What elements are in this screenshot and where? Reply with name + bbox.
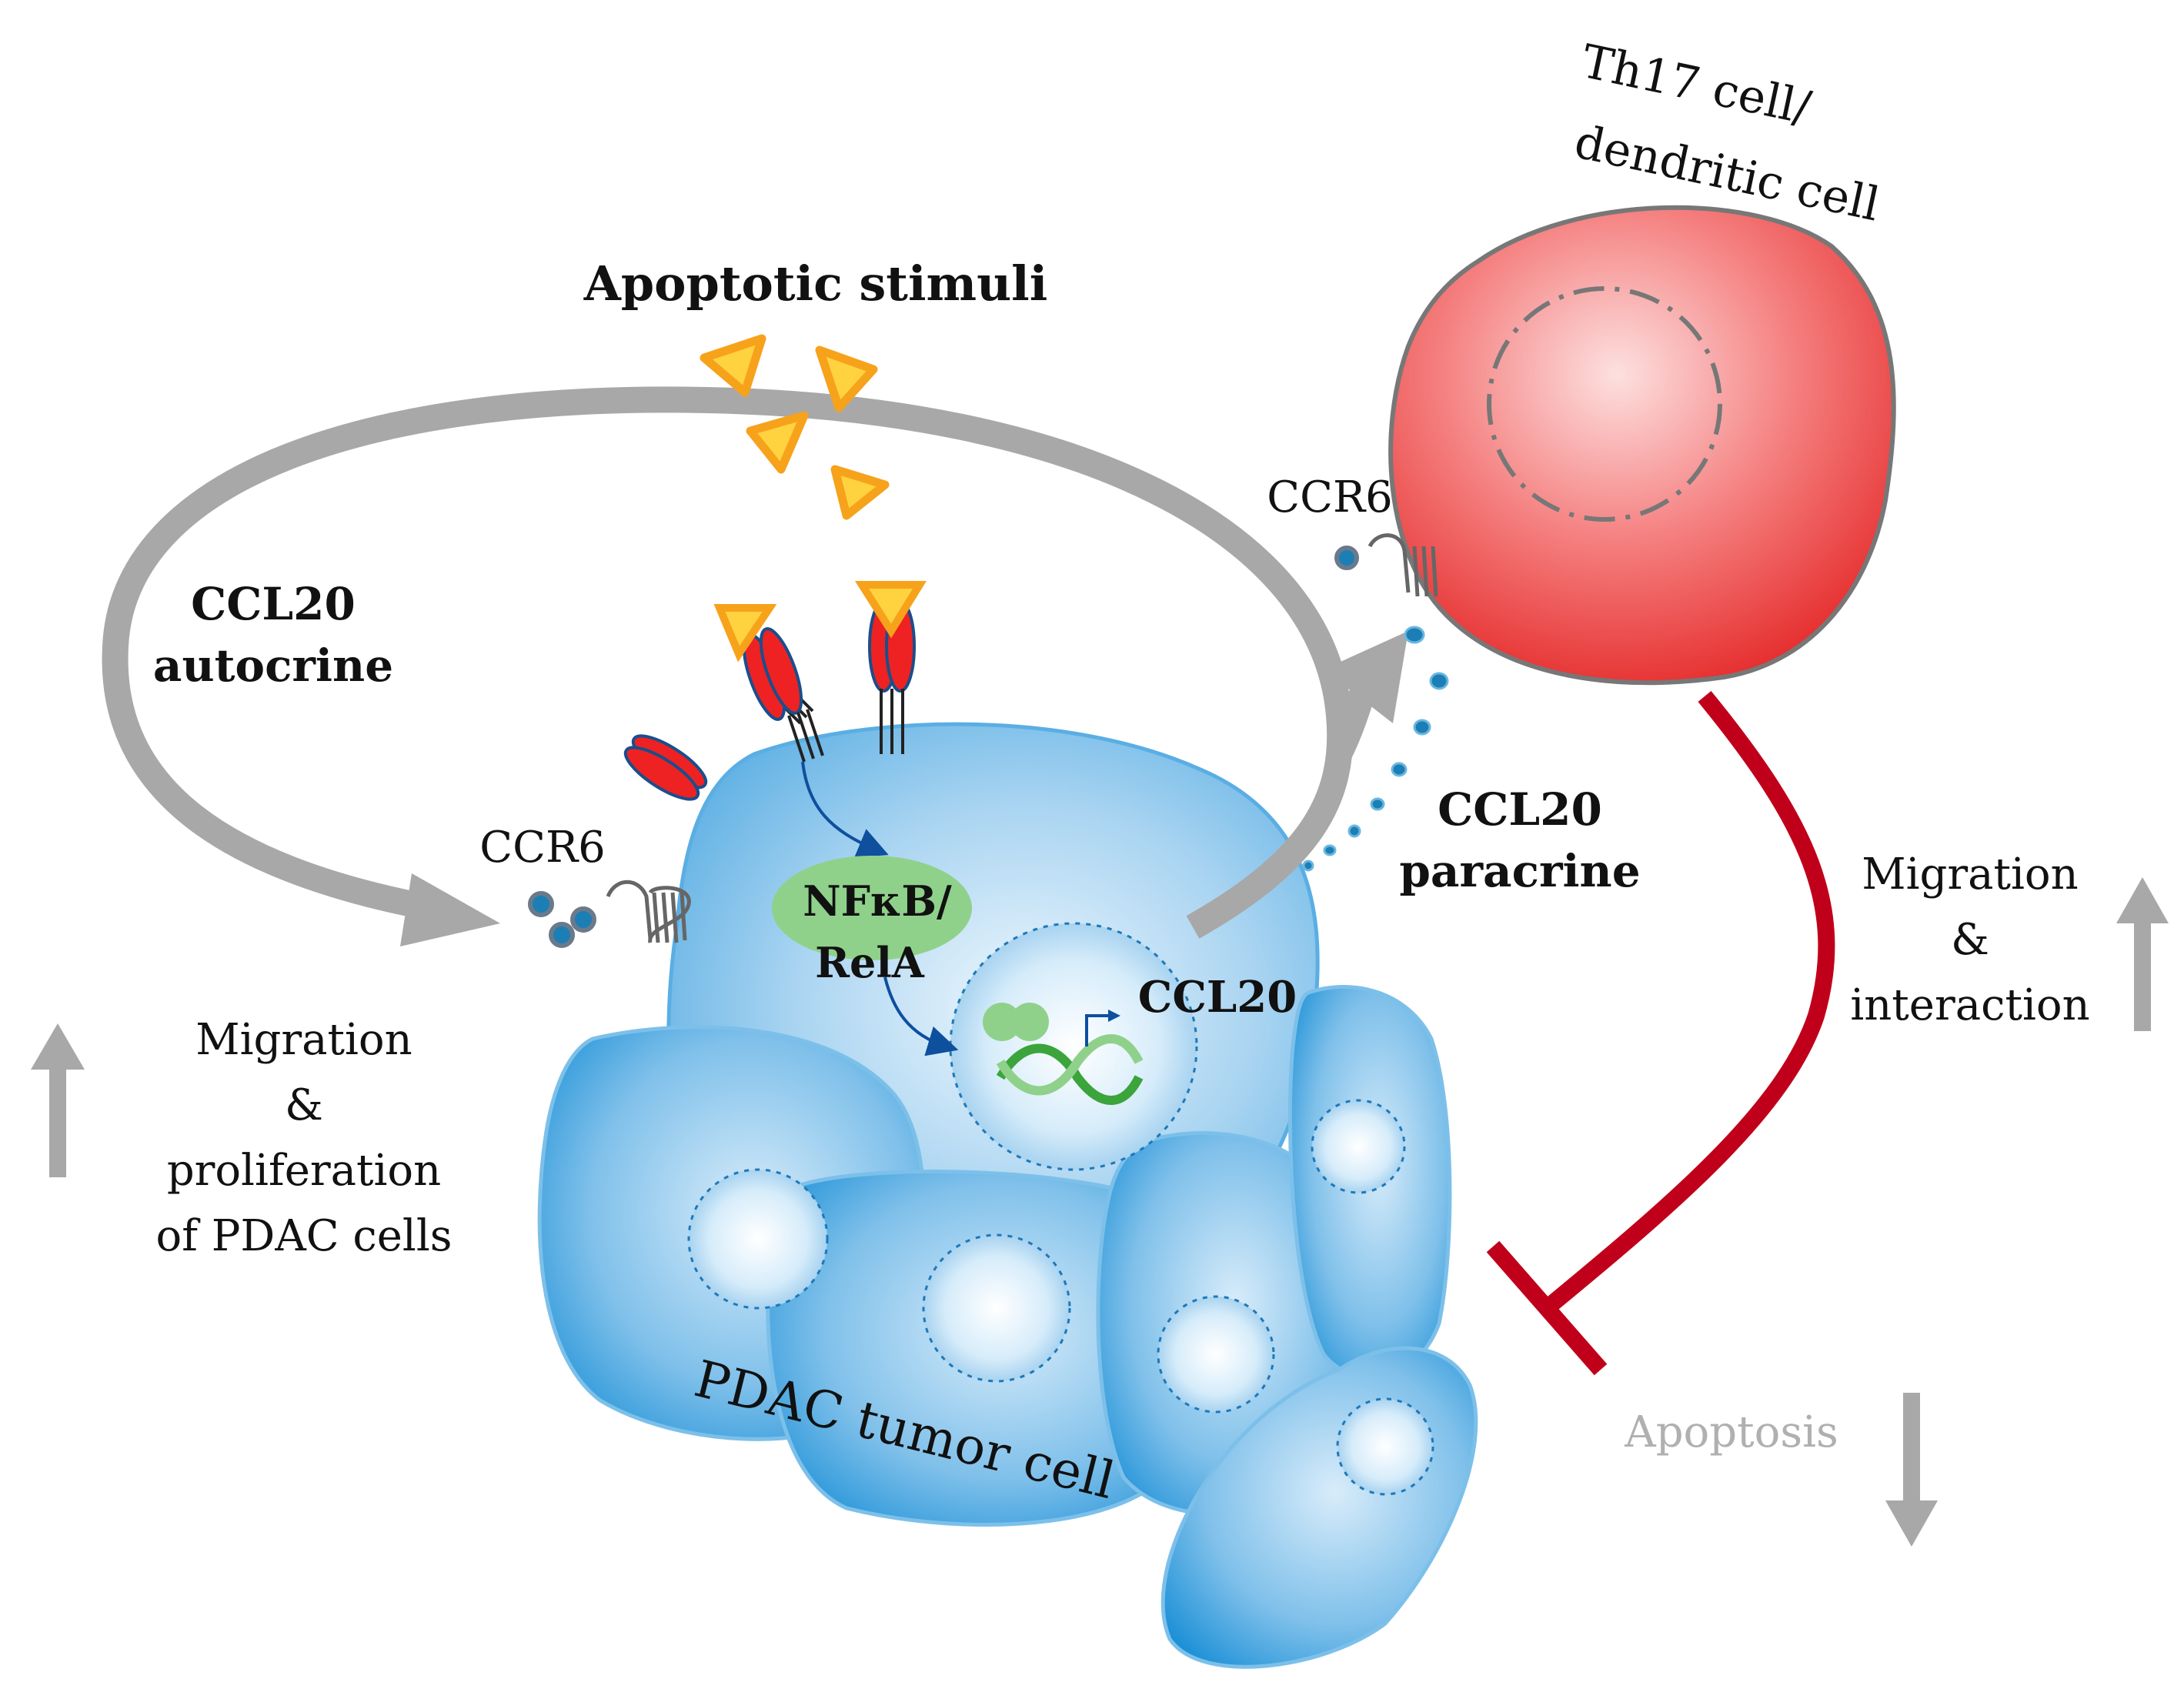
apoptotic-stimuli-label: Apoptotic stimuli: [583, 255, 1048, 312]
autocrine-loop-arrow: [102, 386, 1408, 946]
signal-arrow-to-gene: [883, 976, 959, 1056]
death-receptor-3: [854, 581, 927, 754]
up-arrow-right: [2116, 877, 2169, 1031]
nfkb-rela-complex: [772, 856, 972, 960]
nucleus-far-right: [1311, 1099, 1406, 1194]
right-effect-line-2: &: [1951, 915, 1989, 965]
death-receptor-2: [713, 604, 824, 763]
pdac-tumor-cluster: [537, 722, 1478, 1669]
ccl20-autocrine-label-2: autocrine: [153, 639, 393, 692]
ccl20-gene-dna-icon: [983, 1003, 1144, 1105]
ccr6-left-label: CCR6: [479, 823, 606, 873]
ccr6-right-label: CCR6: [1267, 472, 1393, 522]
ccl20-autocrine-label-1: CCL20: [191, 578, 356, 630]
nucleus-bottom-right: [1336, 1397, 1434, 1496]
left-effect-line-1: Migration: [195, 1015, 412, 1065]
ccr6-receptor-left: [528, 880, 691, 948]
ccl20-paracrine-label-2: paracrine: [1399, 845, 1640, 897]
nucleus-right: [1157, 1295, 1275, 1414]
nfkb-label-2: RelA: [815, 938, 925, 987]
apoptosis-label: Apoptosis: [1624, 1407, 1838, 1457]
th17-cell-body: [1388, 205, 1896, 686]
th17-dendritic-cell: [1388, 205, 1896, 686]
apoptotic-stimuli-ligands: [700, 334, 890, 520]
left-effect-line-2: &: [285, 1080, 323, 1130]
left-effect-line-3: proliferation: [167, 1146, 441, 1196]
nfkb-label-1: NFκB/: [803, 876, 952, 926]
ccl20-paracrine-dots: [1302, 626, 1449, 872]
autocrine-arrowhead: [400, 873, 500, 946]
nucleus-main: [949, 922, 1198, 1171]
ccl20-paracrine-label-1: CCL20: [1438, 783, 1602, 836]
signal-arrow-to-nfkb: [801, 761, 889, 858]
th17-nucleus: [1487, 286, 1722, 522]
nucleus-center: [922, 1233, 1071, 1383]
ccr6-receptor-right: [1334, 533, 1438, 597]
ccl20-gene-label: CCL20: [1138, 972, 1297, 1023]
up-arrow-left: [31, 1023, 85, 1177]
right-effect-line-3: interaction: [1850, 980, 2089, 1030]
right-effect-line-1: Migration: [1862, 850, 2078, 900]
th17-label-1: Th17 cell/: [1577, 35, 1816, 135]
inhibition-arrow: [1486, 691, 1835, 1376]
nucleus-left: [687, 1168, 829, 1310]
down-arrow-apoptosis: [1885, 1393, 1938, 1547]
left-effect-line-4: of PDAC cells: [156, 1211, 452, 1261]
